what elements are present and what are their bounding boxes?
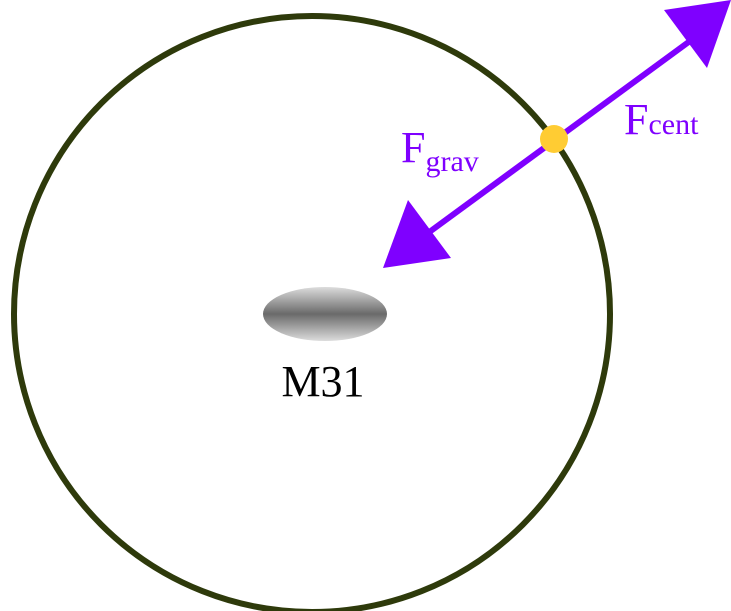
orbiting-body <box>540 125 568 153</box>
centrifugal-force-label: Fcent <box>624 95 699 144</box>
orbit-circle <box>11 13 613 611</box>
galaxy-label: M31 <box>281 357 364 406</box>
centrifugal-arrowhead <box>664 0 731 68</box>
gravity-force-label: Fgrav <box>401 123 479 178</box>
gravity-arrowhead <box>383 200 451 268</box>
galaxy-ellipse <box>263 287 387 341</box>
